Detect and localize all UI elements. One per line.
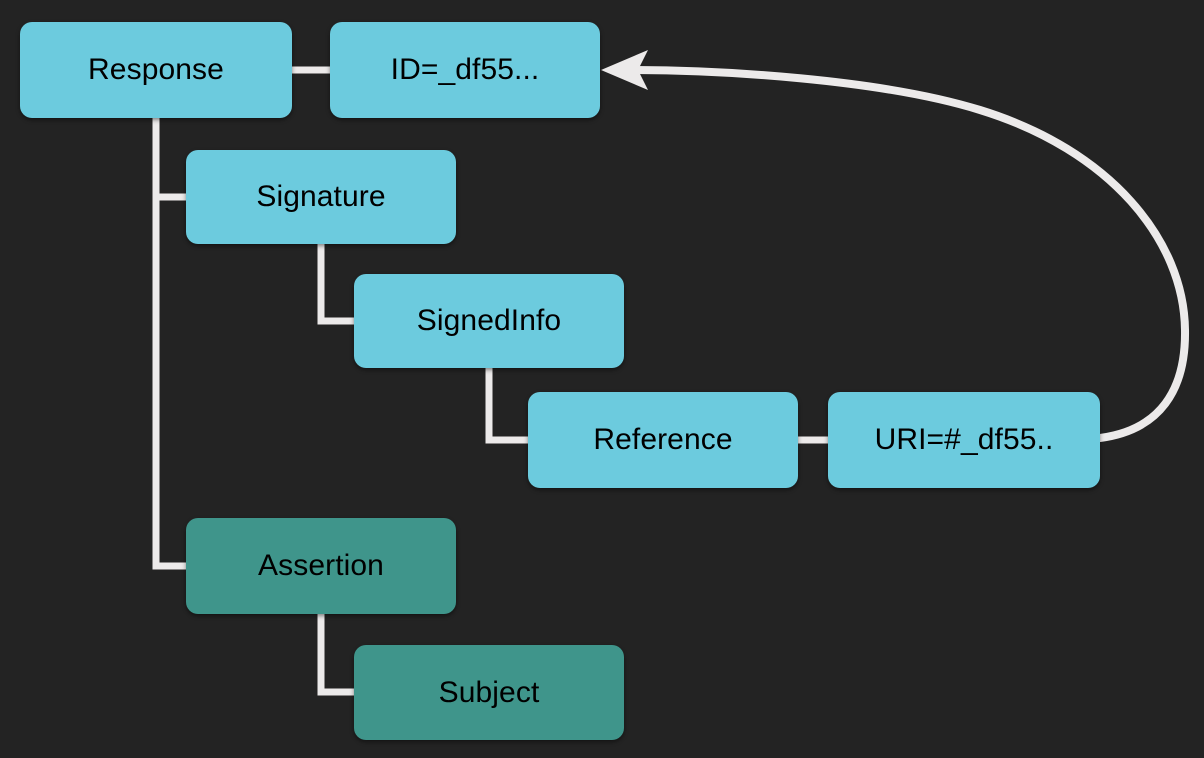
node-subject-label: Subject: [438, 675, 540, 709]
node-signedinfo[interactable]: SignedInfo: [354, 274, 624, 368]
node-signature[interactable]: Signature: [186, 150, 456, 244]
node-reference-label: Reference: [593, 423, 733, 456]
edge-signature-signedinfo: [317, 244, 354, 325]
edge-uri-points-to-id: [601, 50, 1190, 442]
node-id-label: ID=_df55...: [390, 53, 540, 86]
node-signedinfo-label: SignedInfo: [416, 304, 562, 337]
node-assertion[interactable]: Assertion: [186, 518, 456, 614]
node-assertion-label: Assertion: [258, 549, 384, 582]
node-id[interactable]: ID=_df55...: [330, 22, 600, 118]
node-response-label: Response: [88, 53, 224, 86]
node-reference[interactable]: Reference: [528, 392, 798, 488]
uri-reference-arrowhead-icon: [601, 50, 651, 90]
edge-response-assertion: [152, 118, 186, 570]
node-subject[interactable]: Subject: [354, 645, 624, 740]
node-response[interactable]: Response: [20, 22, 292, 118]
node-uri-label: URI=#_df55..: [874, 423, 1054, 456]
node-uri[interactable]: URI=#_df55..: [828, 392, 1100, 488]
edge-assertion-subject: [317, 614, 354, 696]
node-signature-label: Signature: [256, 180, 386, 213]
edge-response-signature: [152, 118, 186, 201]
edge-signedinfo-reference: [485, 368, 528, 444]
uri-reference-curve: [626, 66, 1190, 442]
